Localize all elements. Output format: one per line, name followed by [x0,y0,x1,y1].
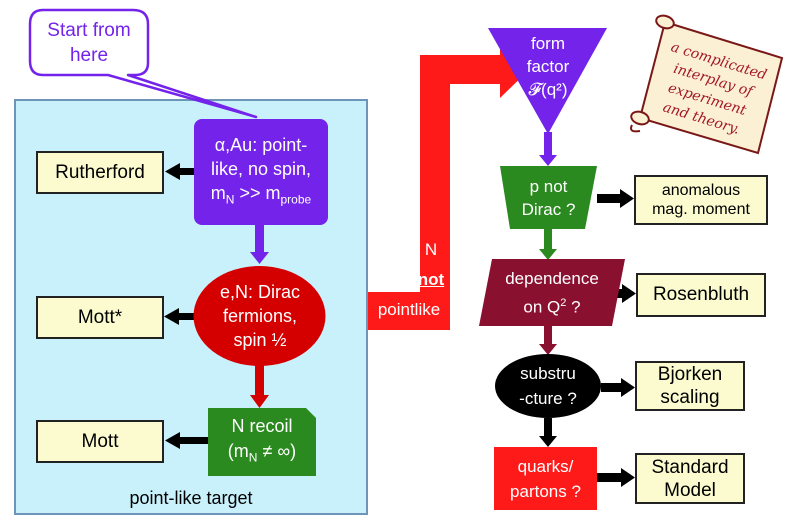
arrow-dirac-to-recoil [255,358,264,396]
ff-line2: factor [526,56,570,76]
sub-line1: substru [520,364,576,383]
alpha-node: α,Au: point- like, no spin, mN >> mprobe [194,121,328,223]
dirac-node: e,N: Dirac fermions, spin ½ [196,276,324,356]
connector-n: N [424,240,438,259]
anomalous-box: anomalous mag. moment [634,175,768,225]
anomalous-line1: anomalous [661,182,741,199]
rosenbluth-box: Rosenbluth [636,273,766,317]
arrow-to-rutherford [178,168,194,175]
arrow-to-rosenbluth [615,289,623,298]
sm-line2: Model [664,479,716,501]
arrow-to-mott-star [177,313,195,320]
bjorken-line2: scaling [660,387,720,408]
callout-bubble [28,8,258,119]
arrow-to-anomalous [597,194,621,203]
form-factor-node: form factor 𝓕(q²) [506,30,590,102]
callout-line2: here [69,45,109,66]
arrow-to-bjorken [601,383,622,392]
alpha-node-shape [194,119,328,225]
dirac-q-line2: Dirac ? [521,200,576,219]
rutherford-box: Rutherford [36,151,164,194]
arrow-to-mott-star-head [164,308,179,325]
arrow-sub-to-quarks [544,418,552,438]
dirac-node-shape [193,266,326,366]
connector-pointlike: pointlike [377,300,441,319]
arrow-ff-to-dirac-head [539,155,557,166]
substructure-node-shape [495,354,601,418]
sub-line2: -cture ? [519,389,577,408]
mott-box: Mott [36,420,164,463]
not-pointlike-connector [368,38,532,330]
arrow-q2-to-sub [544,326,552,346]
arrow-dirac-to-recoil-head [250,395,269,408]
arrow-alpha-to-dirac [255,223,264,253]
arrow-ff-to-dirac [544,132,552,156]
arrow-to-mott-head [165,432,180,449]
quarks-node-shape [494,447,597,510]
arrow-dirac-to-q2 [544,229,552,251]
callout-line1: Start from [47,20,131,41]
standard-model-box: Standard Model [635,453,745,504]
anomalous-line2: mag. moment [652,201,750,218]
q2-line2: on Q2 ? [523,297,581,317]
substructure-node: substru -cture ? [496,356,600,416]
arrow-to-mott [178,437,208,444]
arrow-alpha-to-dirac-head [250,252,269,264]
bjorken-line1: Bjorken [657,364,723,385]
q2-line1: dependence [505,269,599,289]
mott-star-box: Mott* [36,296,164,339]
arrow-dirac-to-q2-head [539,249,557,260]
dirac-line3: spin ½ [233,330,287,350]
bjorken-box: Bjorken scaling [635,361,745,411]
recoil-node-shape [208,408,316,476]
dirac-q-node: p not Dirac ? [500,168,597,228]
quarks-node: quarks/ partons ? [494,449,597,509]
dirac-line2: fermions, [222,306,298,326]
connector-not: not [417,270,445,289]
dirac-q-line1: p not [529,177,568,196]
ff-line3: 𝓕(q²) [528,79,568,99]
connector-label: N not pointlike [368,232,450,328]
start-callout: Start from here [32,14,146,72]
alpha-line2: like, no spin, [210,158,312,179]
q2-node-shape [479,259,625,326]
arrow-to-anomalous-head [620,189,634,208]
alpha-line3: mN >> mprobe [210,182,312,207]
arrow-to-bjorken-head [621,378,635,397]
q2-node: dependence on Q2 ? [484,262,620,324]
dirac-q-node-shape [500,166,597,229]
panel-label: point-like target [129,487,253,508]
quarks-line1: quarks/ [517,457,574,476]
quarks-line2: partons ? [510,482,581,501]
dirac-line1: e,N: Dirac [219,282,300,302]
arrow-sub-to-quarks-head [539,436,557,447]
recoil-line1: N recoil [231,415,293,436]
alpha-line1: α,Au: point- [214,134,308,155]
form-factor-funnel [488,28,607,134]
scroll-shape [630,14,784,155]
ff-line1: form [531,33,565,53]
arrow-to-rutherford-head [165,163,180,180]
arrow-to-standard-model [596,473,622,482]
recoil-line2: (mN ≠ ∞) [227,440,297,465]
recoil-node: N recoil (mN ≠ ∞) [208,410,316,474]
sm-line1: Standard [651,456,729,478]
arrow-to-rosenbluth-head [622,284,636,303]
arrow-q2-to-sub-head [539,344,557,355]
arrow-to-standard-model-head [621,468,635,487]
